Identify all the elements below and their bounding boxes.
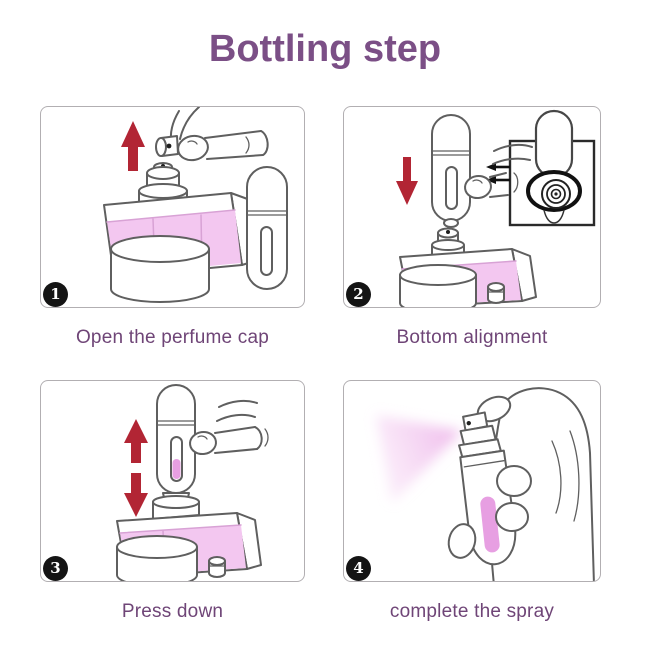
step-1-illustration	[103, 107, 288, 303]
perfume-bottle-cap	[399, 264, 477, 307]
step-2-caption: Bottom alignment	[396, 327, 548, 348]
atomizer-bottle	[246, 166, 288, 290]
step-2: 2 Bottom alignment	[343, 106, 601, 349]
step-number-badge: 3	[43, 556, 68, 581]
step-2-illustration	[396, 109, 596, 307]
up-arrow-icon	[121, 121, 145, 171]
step-4-illustration	[376, 387, 595, 581]
small-pump-part	[208, 556, 226, 578]
down-arrow-icon	[396, 157, 418, 205]
hand	[155, 107, 269, 162]
step-3-caption: Press down	[121, 601, 224, 622]
atomizer-bottle	[431, 114, 471, 228]
step-1: 1 Open the perfume cap	[40, 106, 305, 349]
perfume-bottle-cap	[110, 235, 210, 303]
step-1-panel: 1	[40, 106, 305, 308]
step-3: 3 Press down	[40, 380, 305, 623]
step-3-panel: 3	[40, 380, 305, 582]
page-title: Bottling step	[208, 28, 442, 70]
step-number-badge: 4	[346, 556, 371, 581]
step-3-illustration	[116, 384, 269, 581]
perfume-bottle-cap	[116, 535, 198, 581]
hand	[464, 143, 533, 200]
step-4: 4 complete the spray	[343, 380, 601, 623]
pointer-arrows-icon	[486, 163, 510, 184]
spray-mist	[376, 415, 462, 503]
step-4-panel: 4	[343, 380, 601, 582]
step-number-badge: 2	[346, 282, 371, 307]
bottom-detail-inset	[486, 109, 596, 227]
step-1-caption: Open the perfume cap	[75, 327, 270, 348]
step-number-badge: 1	[43, 282, 68, 307]
fingers	[447, 465, 532, 559]
step-4-caption: complete the spray	[389, 601, 555, 622]
step-2-panel: 2	[343, 106, 601, 308]
hand	[189, 399, 269, 456]
press-arrows-icon	[124, 419, 148, 517]
small-pump-part	[487, 282, 505, 304]
